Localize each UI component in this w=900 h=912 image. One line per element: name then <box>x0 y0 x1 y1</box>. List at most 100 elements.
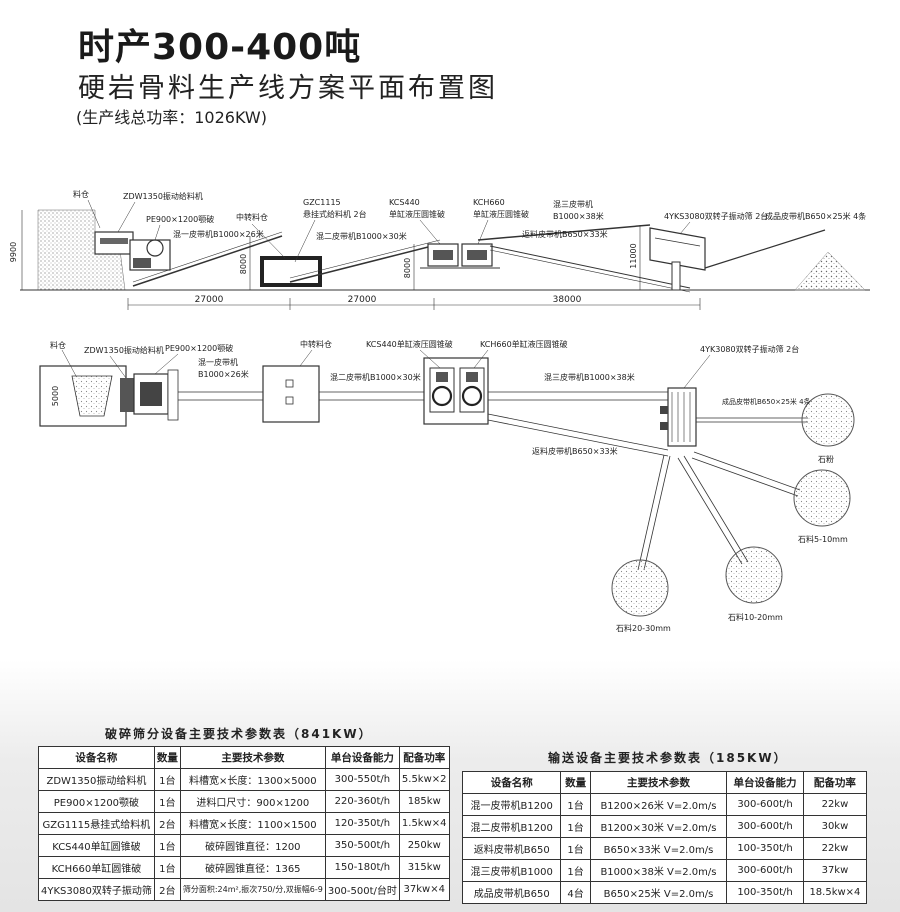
return-belt-line-b <box>489 249 691 293</box>
pile-10-20mm <box>725 546 783 604</box>
column-header: 单台设备能力 <box>324 746 400 769</box>
table-cell: 1台 <box>560 837 591 860</box>
column-header: 配备功率 <box>802 771 868 794</box>
plan-return-belt-b <box>487 419 669 457</box>
plan-transfer-box <box>262 365 320 423</box>
total-power: (生产线总功率：1026KW) <box>76 108 267 127</box>
label-gzc-model: GZC1115 <box>303 198 341 207</box>
table-cell: 22kw <box>802 793 868 816</box>
plan-label-screen: 4YK3080双转子振动筛 2台 <box>700 344 799 354</box>
table1-caption: 破碎筛分设备主要技术参数表（841KW） <box>105 727 373 741</box>
plan-feeder-shape <box>120 378 134 412</box>
page-subtitle: 硬岩骨料生产线方案平面布置图 <box>78 73 498 104</box>
screen-shape <box>649 227 706 271</box>
plan-label-product-belt: 成品皮带机B650×25米 4条 <box>722 397 811 406</box>
table-cell: B1000×38米 V=2.0m/s <box>589 859 728 882</box>
plan-label-return-belt: 返料皮带机B650×33米 <box>532 446 618 456</box>
table-cell: 1台 <box>153 768 181 791</box>
belt2-line-top <box>289 239 441 279</box>
table-header-row: 设备名称 数量 主要技术参数 单台设备能力 配备功率 <box>38 746 450 769</box>
pile-20-30mm <box>611 559 669 617</box>
table-cell: 300-500t/台时 <box>324 878 400 901</box>
table-cell: 300-550t/h <box>324 768 400 791</box>
plan-label-pile3: 石料20-30mm <box>616 623 671 633</box>
column-header: 数量 <box>560 771 591 794</box>
label-product-belt: 成品皮带机B650×25米 4条 <box>765 211 866 221</box>
table-cell: ZDW1350振动给料机 <box>38 768 155 791</box>
label-gzc-name: 悬挂式给料机 2台 <box>303 209 367 219</box>
table-cell: 1台 <box>153 834 181 857</box>
table-cell: 4YKS3080双转子振动筛 <box>38 878 155 901</box>
table-cell: 混三皮带机B1000 <box>461 859 562 882</box>
dim-h-bin: 9900 <box>9 242 18 262</box>
screen-deck <box>654 237 701 247</box>
table-cell: GZG1115悬挂式给料机 <box>38 812 155 835</box>
table-cell: 350-500t/h <box>324 834 400 857</box>
table-cell: 混一皮带机B1200 <box>461 793 562 816</box>
plan-bin-hopper <box>71 375 113 417</box>
label-bin: 料仓 <box>73 189 89 199</box>
table-cell: 1台 <box>153 790 181 813</box>
belt2-line <box>289 243 441 283</box>
dim-len1: 27000 <box>195 295 224 305</box>
feeder-body <box>100 238 128 244</box>
table-cell: 250kw <box>398 834 450 857</box>
table-cell: 料槽宽×长度：1100×1500 <box>179 812 326 835</box>
table2-caption: 输送设备主要技术参数表（185KW） <box>548 751 788 765</box>
column-header: 数量 <box>153 746 181 769</box>
table-cell: 18.5kw×4 <box>802 881 868 904</box>
table-header-row: 设备名称 数量 主要技术参数 单台设备能力 配备功率 <box>461 771 868 794</box>
plan-cone-kcs <box>431 385 453 407</box>
dim-h-belt1: 8000 <box>239 254 248 274</box>
plan-label-feeder: ZDW1350振动给料机 <box>84 345 164 355</box>
plan-product-belt-3 <box>683 455 749 563</box>
table-cell: 1台 <box>153 856 181 879</box>
plan-label-pile4: 石料10-20mm <box>728 612 783 622</box>
table-cell: 315kw <box>398 856 450 879</box>
plan-label-kcs: KCS440单缸液压圆锥破 <box>366 339 453 349</box>
belt3-line <box>477 224 651 241</box>
dim-h-belt3: 11000 <box>629 243 638 268</box>
side-elevation-diagram: 9900 8000 8000 11000 27000 27000 38000 料… <box>9 189 870 310</box>
label-transfer: 中转料仓 <box>236 212 268 222</box>
label-jaw: PE900×1200颚破 <box>146 214 214 224</box>
plan-label-pile1: 石粉 <box>818 454 834 464</box>
pile-stone-powder <box>801 393 855 447</box>
table-cell: 185kw <box>398 790 450 813</box>
column-header: 主要技术参数 <box>179 746 326 769</box>
label-belt1: 混一皮带机B1000×26米 <box>173 229 264 239</box>
label-kch-name: 单缸液压圆锥破 <box>473 209 529 219</box>
table-cell: 100-350t/h <box>726 837 804 860</box>
plan-label-bin: 料仓 <box>50 340 66 350</box>
label-belt3b: B1000×38米 <box>553 211 604 221</box>
column-header: 主要技术参数 <box>589 771 728 794</box>
table-cell: 2台 <box>153 812 181 835</box>
label-kcs-name: 单缸液压圆锥破 <box>389 209 445 219</box>
table-cell: 37kw <box>802 859 868 882</box>
plan-label-belt3: 混三皮带机B1000×38米 <box>544 372 635 382</box>
table-cell: 1台 <box>560 793 591 816</box>
table-cell: 混二皮带机B1200 <box>461 815 562 838</box>
table-cell: KCS440单缸圆锥破 <box>38 834 155 857</box>
table-cell: 进料口尺寸：900×1200 <box>179 790 326 813</box>
belt1-line <box>132 235 283 287</box>
jaw-base <box>133 258 151 268</box>
table-cell: 返料皮带机B650 <box>461 837 562 860</box>
cone-kcs-body <box>433 250 453 260</box>
table-cell: 破碎圆锥直径：1200 <box>179 834 326 857</box>
plan-label-belt2: 混二皮带机B1000×30米 <box>330 372 421 382</box>
table-cell: 37kw×4 <box>398 878 450 901</box>
dim-len2: 27000 <box>348 295 377 305</box>
return-belt-line <box>489 245 691 289</box>
table-cell: 破碎圆锥直径：1365 <box>179 856 326 879</box>
dim-len3: 38000 <box>553 295 582 305</box>
plan-label-belt1a: 混一皮带机 <box>198 357 238 367</box>
dim-h-belt2: 8000 <box>403 258 412 278</box>
